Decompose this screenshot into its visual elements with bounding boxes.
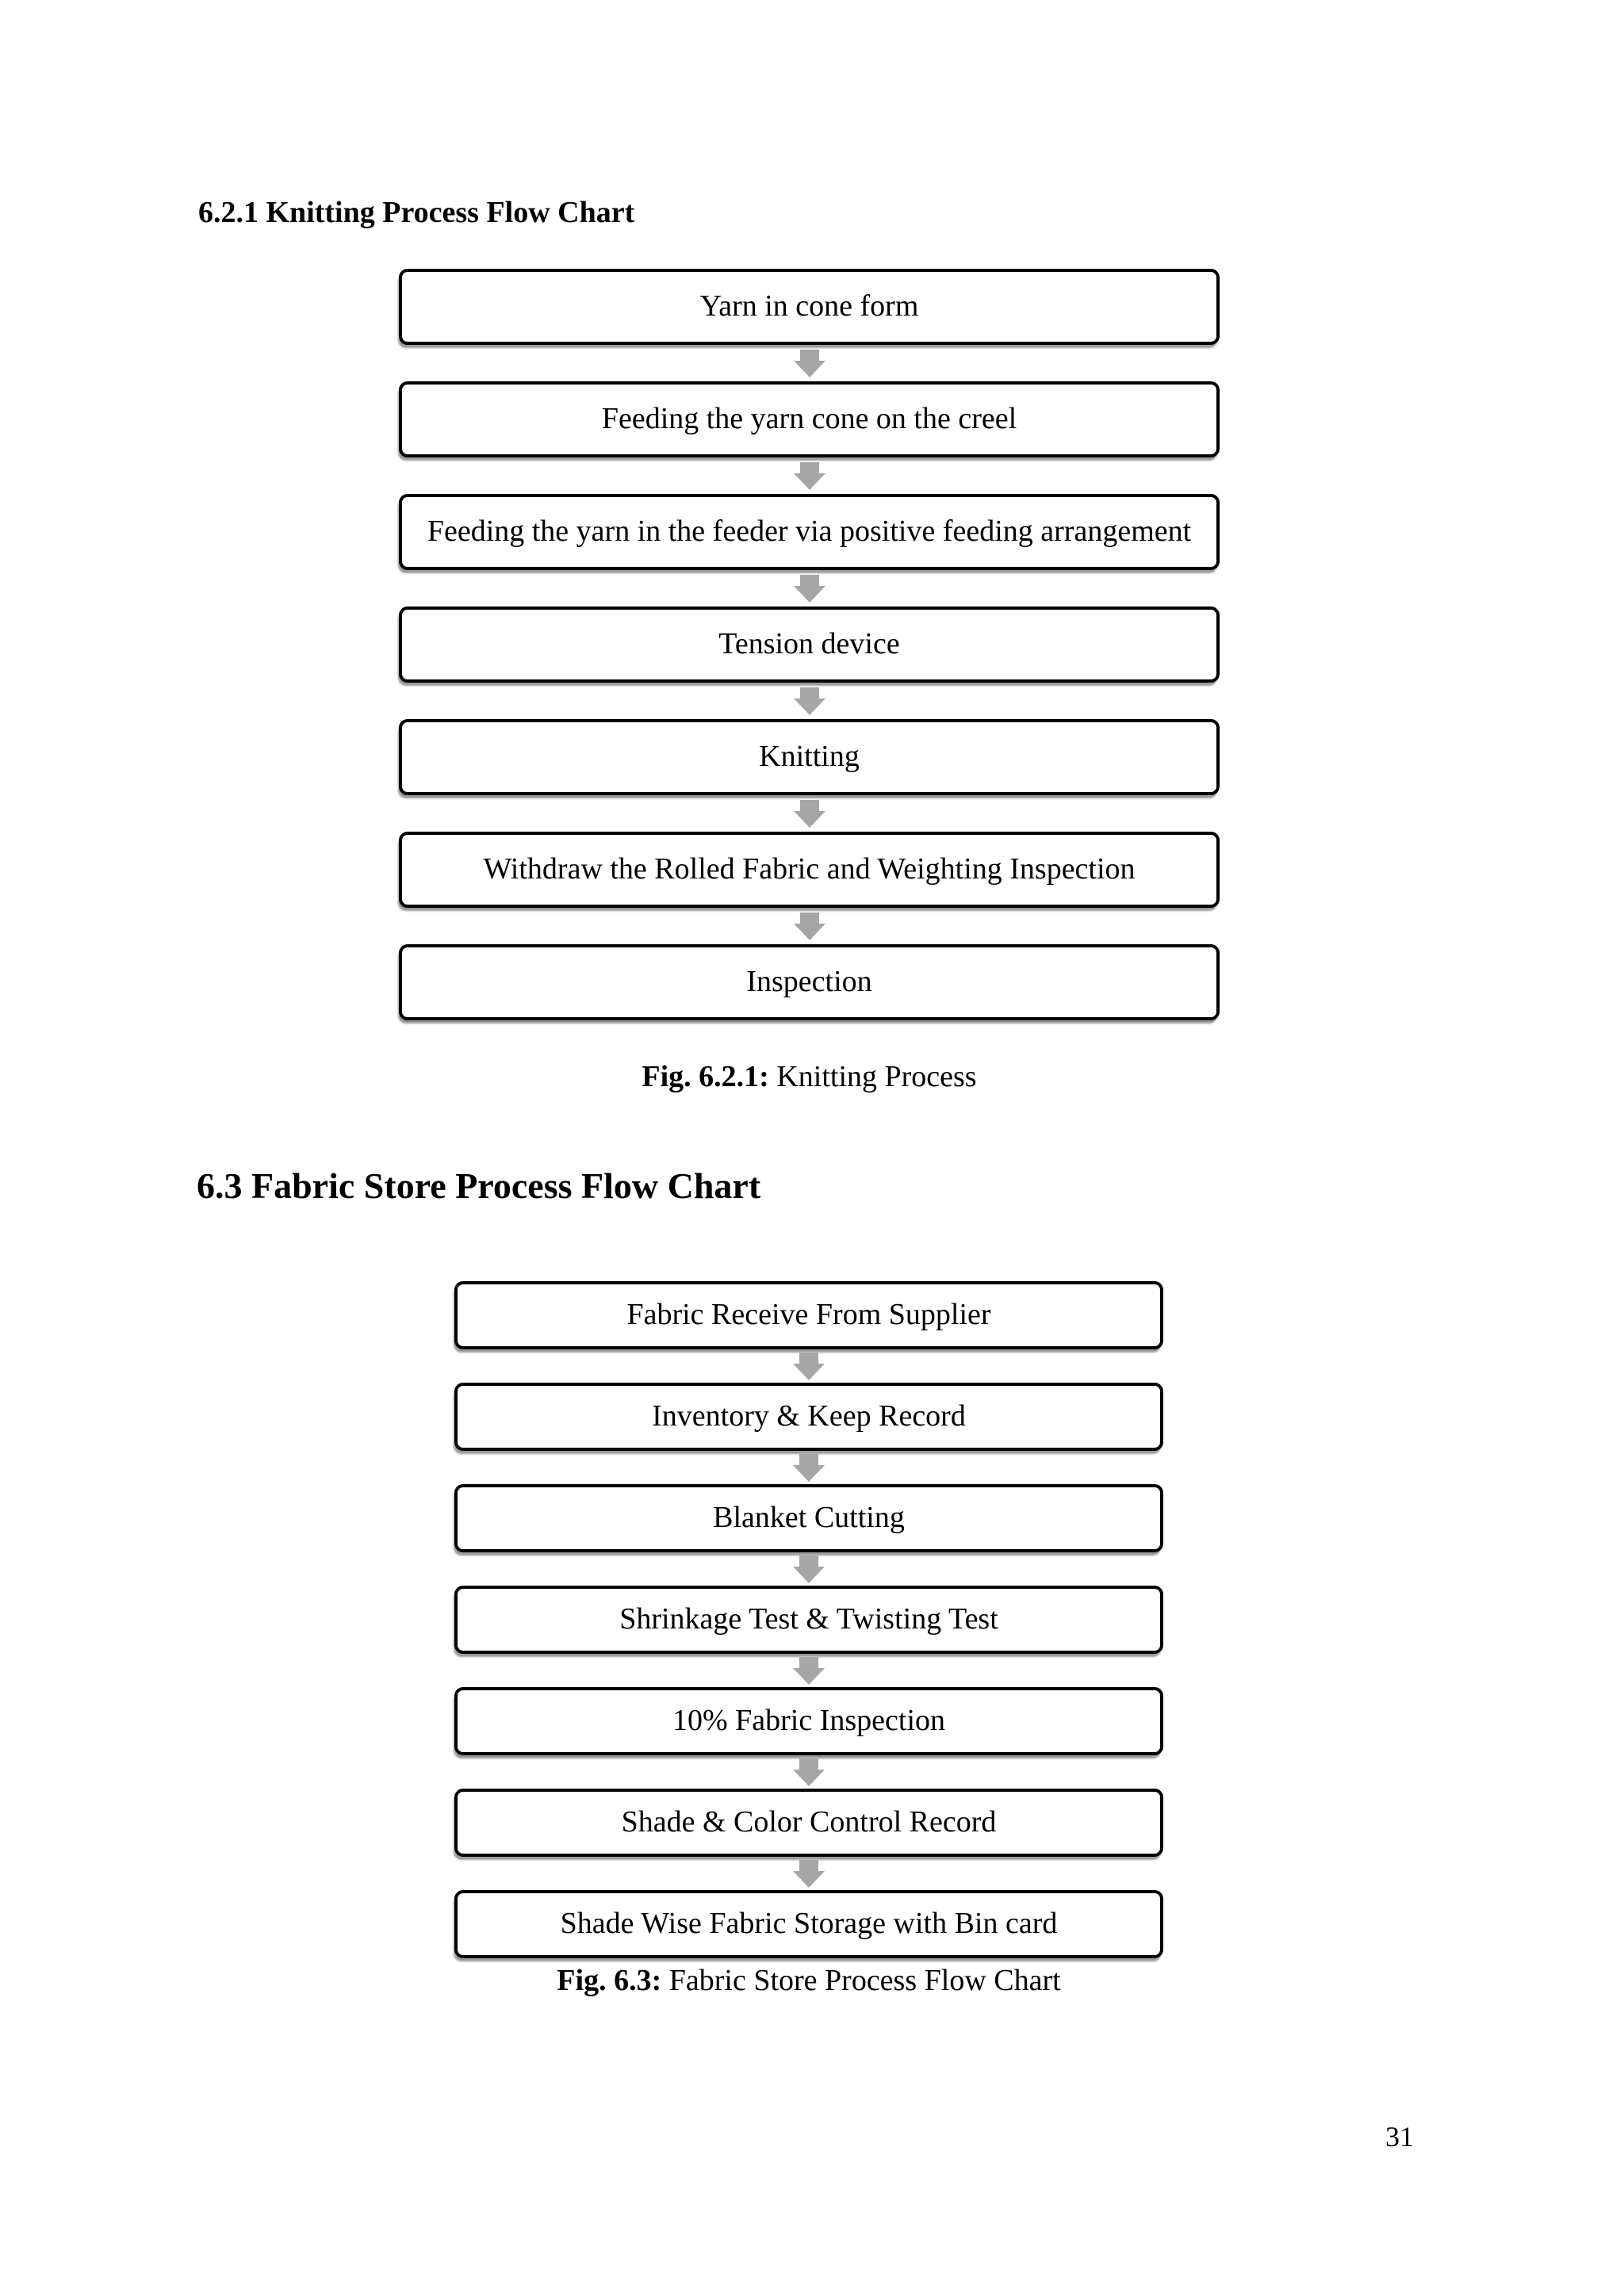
figure-caption-label: Fig. 6.3: <box>557 1964 662 1997</box>
figure-caption-text: Knitting Process <box>768 1060 977 1093</box>
down-arrow-icon <box>793 1859 825 1888</box>
figure-caption-6-3: Fig. 6.3: Fabric Store Process Flow Char… <box>454 1963 1163 1999</box>
down-arrow-icon <box>454 1755 1163 1789</box>
flowchart-step-label: Shrinkage Test & Twisting Test <box>619 1602 998 1636</box>
flowchart-step: Shrinkage Test & Twisting Test <box>454 1586 1163 1654</box>
figure-caption-6-2-1: Fig. 6.2.1: Knitting Process <box>399 1059 1220 1096</box>
down-arrow-icon <box>793 574 825 603</box>
down-arrow-icon <box>793 349 825 377</box>
flowchart-step: Yarn in cone form <box>399 269 1220 345</box>
flowchart-step-label: Blanket Cutting <box>713 1501 905 1535</box>
down-arrow-icon <box>793 912 825 940</box>
down-arrow-icon <box>793 687 825 715</box>
down-arrow-icon <box>399 457 1220 494</box>
flowchart-step: 10% Fabric Inspection <box>454 1687 1163 1755</box>
section-heading-6-3: 6.3 Fabric Store Process Flow Chart <box>197 1165 761 1206</box>
down-arrow-icon <box>399 570 1220 607</box>
flowchart-step-label: Shade & Color Control Record <box>621 1805 997 1839</box>
flowchart-step: Blanket Cutting <box>454 1484 1163 1552</box>
down-arrow-icon <box>793 1758 825 1786</box>
flowchart-step: Inventory & Keep Record <box>454 1383 1163 1451</box>
flowchart-step-label: Feeding the yarn in the feeder via posit… <box>427 515 1192 549</box>
down-arrow-icon <box>399 683 1220 719</box>
flowchart-step: Fabric Receive From Supplier <box>454 1281 1163 1349</box>
flowchart-step: Shade Wise Fabric Storage with Bin card <box>454 1890 1163 1958</box>
figure-caption-text: Fabric Store Process Flow Chart <box>661 1964 1061 1997</box>
flowchart-step-label: Shade Wise Fabric Storage with Bin card <box>560 1907 1058 1941</box>
fabric-store-flowchart: Fabric Receive From Supplier Inventory &… <box>454 1281 1163 1958</box>
section-heading-6-2-1: 6.2.1 Knitting Process Flow Chart <box>198 196 635 229</box>
flowchart-step: Shade & Color Control Record <box>454 1789 1163 1857</box>
flowchart-step-label: Yarn in cone form <box>699 289 919 323</box>
knitting-process-flowchart: Yarn in cone form Feeding the yarn cone … <box>399 269 1220 1020</box>
flowchart-step: Feeding the yarn cone on the creel <box>399 381 1220 457</box>
page-number: 31 <box>1385 2121 1414 2152</box>
down-arrow-icon <box>399 795 1220 832</box>
flowchart-step: Tension device <box>399 607 1220 683</box>
down-arrow-icon <box>793 461 825 490</box>
down-arrow-icon <box>454 1451 1163 1484</box>
flowchart-step-label: Inspection <box>746 965 872 999</box>
flowchart-step: Knitting <box>399 719 1220 795</box>
flowchart-step-label: Withdraw the Rolled Fabric and Weighting… <box>483 852 1136 886</box>
flowchart-step-label: Feeding the yarn cone on the creel <box>601 402 1017 436</box>
flowchart-step-label: Tension device <box>718 627 900 661</box>
flowchart-step-label: Fabric Receive From Supplier <box>626 1298 991 1332</box>
down-arrow-icon <box>454 1552 1163 1586</box>
flowchart-step: Inspection <box>399 944 1220 1020</box>
down-arrow-icon <box>793 1656 825 1685</box>
down-arrow-icon <box>399 908 1220 944</box>
down-arrow-icon <box>793 1555 825 1583</box>
figure-caption-label: Fig. 6.2.1: <box>642 1060 769 1093</box>
down-arrow-icon <box>399 345 1220 381</box>
down-arrow-icon <box>454 1857 1163 1890</box>
flowchart-step-label: Knitting <box>759 740 860 774</box>
down-arrow-icon <box>454 1349 1163 1383</box>
down-arrow-icon <box>793 1453 825 1482</box>
down-arrow-icon <box>454 1654 1163 1687</box>
flowchart-step: Feeding the yarn in the feeder via posit… <box>399 494 1220 570</box>
down-arrow-icon <box>793 799 825 828</box>
flowchart-step-label: Inventory & Keep Record <box>652 1399 966 1433</box>
flowchart-step: Withdraw the Rolled Fabric and Weighting… <box>399 832 1220 908</box>
down-arrow-icon <box>793 1352 825 1380</box>
flowchart-step-label: 10% Fabric Inspection <box>672 1704 946 1738</box>
